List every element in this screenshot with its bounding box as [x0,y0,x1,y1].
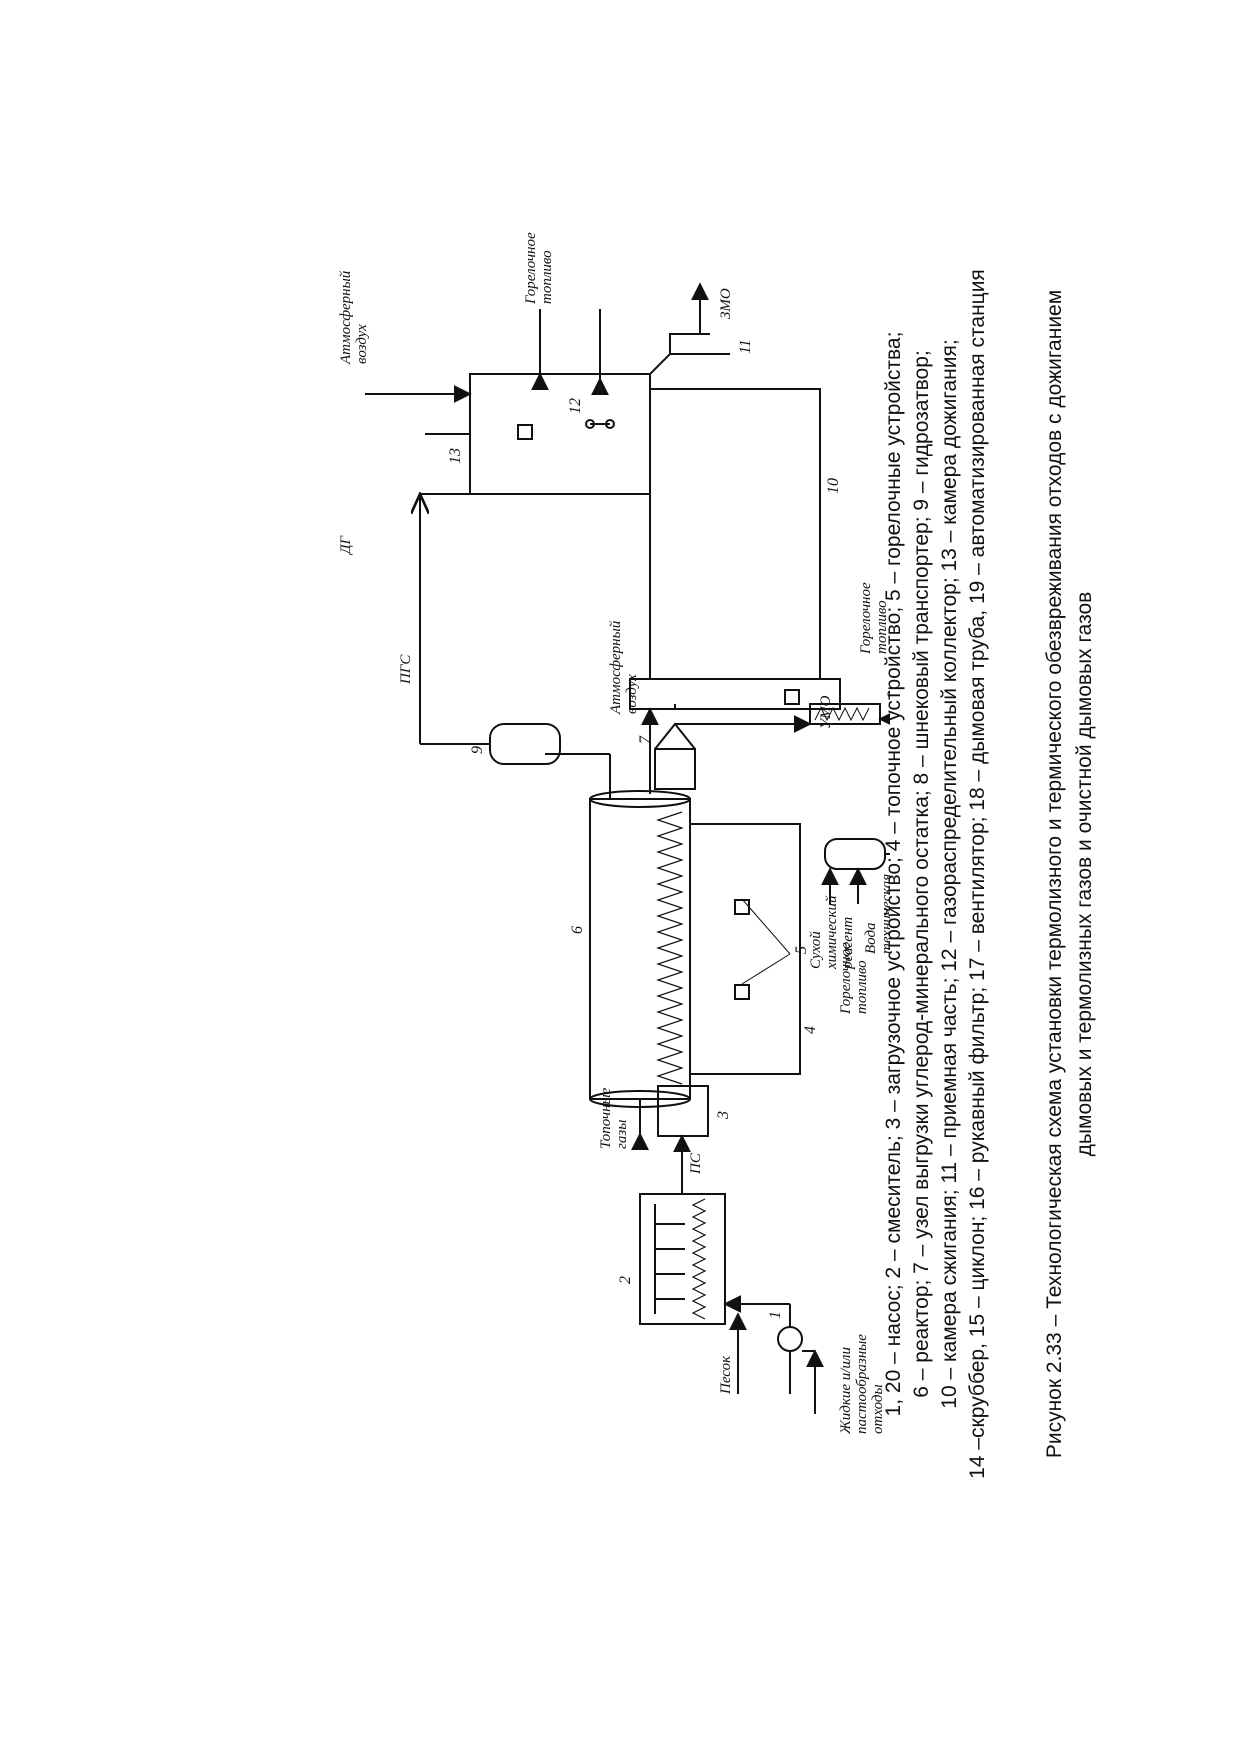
combustion-chamber-10 [649,388,821,680]
number-12: 12 [567,398,584,414]
leader [741,953,791,985]
legend-line-4: 14 –скруббер, 15 – циклон; 16 – рукавный… [966,269,989,1479]
number-2: 2 [617,1276,634,1284]
chamber-head [629,678,841,710]
flue-gas-label-line2: газы [614,1120,630,1149]
legend: 1, 20 – насос; 2 – смеситель; 3 – загруз… [880,154,992,1594]
water-seal-9 [489,723,561,765]
burner-fuel-label-line2: топливо [854,960,870,1014]
caption-line-1: Рисунок 2.33 – Технологическая схема уст… [1043,289,1066,1459]
burner-fuel-label-line1: Горелочное [838,942,854,1015]
caption-line-2: дымовых и термолизных газов и очистной д… [1073,591,1096,1157]
number-8: 8 [885,691,890,699]
burner-5 [734,984,750,1000]
dry-reagent-line2: химический [824,895,840,970]
afterburner-13 [469,373,651,495]
atm-air-label2-line2: воздух [354,324,370,364]
input-waste-line3: отходы [870,1384,886,1434]
burner-5 [734,899,750,915]
input-waste-line2: пастообразные [854,1334,870,1434]
legend-line-3: 10 – камера сжигания; 11 – приемная част… [938,339,961,1409]
number-9: 9 [469,746,486,754]
reactor-end [589,790,691,808]
umo-label: УМО [818,695,834,729]
loading-device-3 [657,1085,709,1137]
burner-fuel-label3-line2: топливо [539,250,555,304]
conveyor-screw [814,706,870,722]
number-13: 13 [447,448,464,464]
ps-label: ПС [688,1152,704,1175]
burner-fuel-label2-line2: топливо [874,600,890,654]
number-5: 5 [793,946,810,954]
receiving-chute [669,333,710,354]
burner-5 [784,689,800,705]
pgs-label: ПГС [398,654,414,685]
pump-1 [777,1326,803,1352]
legend-line-2: 6 – реактор; 7 – узел выгрузки углерод-м… [910,350,933,1398]
sand-label: Песок [718,1355,734,1395]
number-1: 1 [767,1311,784,1319]
atm-air-label2-line1: Атмосферный [338,270,354,365]
process-water-line1: Вода [863,922,879,954]
dg-label: ДГ [338,534,354,556]
atm-air-label-line1: Атмосферный [608,620,624,715]
process-flow-diagram: Жидкие и/или пастообразные отходы Песок … [338,232,890,1435]
flue-gas-label-line1: Топочные [598,1087,614,1149]
process-water-line2: техническая [879,874,890,954]
number-10: 10 [825,478,842,494]
receiving-part-11 [649,353,730,389]
number-7: 7 [637,735,654,744]
discharge-cone [654,722,696,750]
legend-line-1: 1, 20 – насос; 2 – смеситель; 3 – загруз… [882,331,905,1417]
burner-5 [517,424,533,440]
number-6: 6 [569,926,586,934]
dry-reagent-line3: реагент [840,917,856,970]
reactor-screw [656,811,684,1085]
input-waste-line1: Жидкие и/или [838,1347,854,1435]
burner-fuel-label2-line1: Горелочное [858,582,874,655]
discharge-unit-7 [654,748,696,790]
burner-fuel-label3-line1: Горелочное [523,232,539,305]
atm-air-label-line2: воздух [624,674,640,714]
mixer-screw [691,1198,707,1320]
mixer-2 [639,1193,726,1325]
number-3: 3 [715,1111,732,1120]
number-4: 4 [802,1026,819,1034]
number-11: 11 [737,339,754,354]
leader [741,898,791,955]
dry-reagent-line1: Сухой [808,931,824,969]
furnace-4 [689,823,801,1075]
station-22 [824,838,886,870]
figure-caption: Рисунок 2.33 – Технологическая схема уст… [1040,154,1100,1594]
zmo-label: ЗМО [718,288,734,319]
